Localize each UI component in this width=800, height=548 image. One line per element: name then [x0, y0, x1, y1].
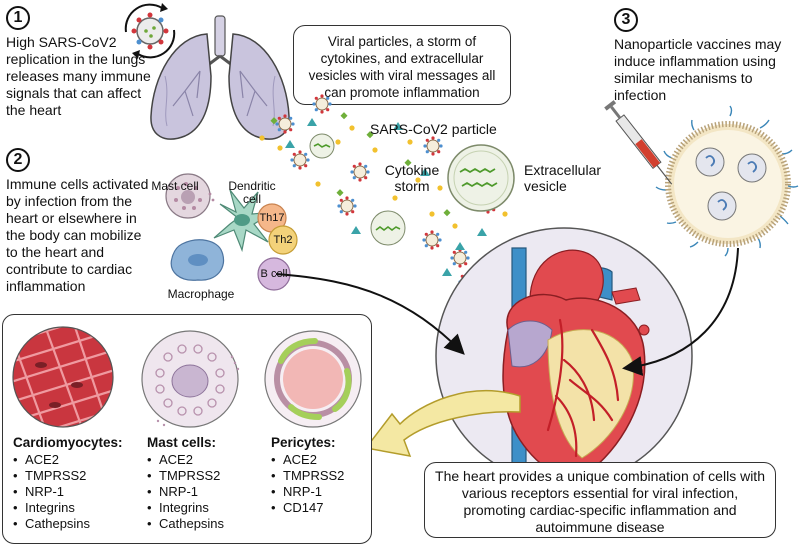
list-item: NRP-1	[271, 484, 344, 500]
list-item: ACE2	[271, 452, 344, 468]
mast-cells-receptor-list: ACE2 TMPRSS2 NRP-1 Integrins Cathepsins	[147, 452, 224, 532]
lungs-illustration	[150, 15, 290, 140]
pericytes-receptor-list: ACE2 TMPRSS2 NRP-1 CD147	[271, 452, 344, 516]
step-2-number: 2	[6, 148, 30, 172]
label-cytokine-storm: Cytokine storm	[384, 162, 440, 194]
step-1-number: 1	[6, 6, 30, 30]
virus-replication-icon	[124, 3, 176, 59]
label-th2: Th2	[273, 234, 293, 246]
pericytes-column: Pericytes: ACE2 TMPRSS2 NRP-1 CD147	[271, 435, 344, 516]
list-item: Cathepsins	[13, 516, 123, 532]
list-item: NRP-1	[147, 484, 224, 500]
mast-cells-heading: Mast cells:	[147, 435, 217, 450]
list-item: ACE2	[147, 452, 224, 468]
mast-cells-column: Mast cells: ACE2 TMPRSS2 NRP-1 Integrins…	[147, 435, 224, 532]
callout-heart: The heart provides a unique combination …	[424, 462, 776, 538]
cardiomyocytes-receptor-list: ACE2 TMPRSS2 NRP-1 Integrins Cathepsins	[13, 452, 123, 532]
list-item: Integrins	[13, 500, 123, 516]
callout-inflammation: Viral particles, a storm of cytokines, a…	[293, 25, 511, 105]
list-item: TMPRSS2	[147, 468, 224, 484]
label-th17: Th17	[259, 212, 285, 224]
label-sars-cov2-particle: SARS-CoV2 particle	[370, 121, 497, 137]
label-extracellular-vesicle: Extracellular vesicle	[524, 162, 602, 194]
cardiomyocytes-column: Cardiomyocytes: ACE2 TMPRSS2 NRP-1 Integ…	[13, 435, 123, 532]
list-item: TMPRSS2	[13, 468, 123, 484]
step-1-text: High SARS-CoV2 replication in the lungs …	[6, 34, 151, 118]
list-item: Integrins	[147, 500, 224, 516]
list-item: TMPRSS2	[271, 468, 344, 484]
label-mast-cell: Mast cell	[151, 179, 199, 193]
label-macrophage: Macrophage	[167, 287, 235, 301]
list-item: NRP-1	[13, 484, 123, 500]
step-2-text: Immune cells activated by infection from…	[6, 176, 149, 294]
cell-receptor-panel: Cardiomyocytes: ACE2 TMPRSS2 NRP-1 Integ…	[2, 314, 372, 544]
list-item: ACE2	[13, 452, 123, 468]
label-b-cell: B cell	[260, 268, 288, 280]
label-dendritic-cell: Dendritic cell	[228, 179, 276, 206]
list-item: Cathepsins	[147, 516, 224, 532]
step-3-text: Nanoparticle vaccines may induce inflamm…	[614, 36, 782, 103]
step-3-number: 3	[614, 8, 638, 32]
mast-cell-detail-icon	[141, 330, 240, 428]
list-item: CD147	[271, 500, 344, 516]
nanoparticle-vaccine-illustration	[604, 100, 799, 257]
pericyte-detail-icon	[264, 330, 362, 428]
cardiomyocyte-tissue-icon	[12, 326, 114, 428]
cardiomyocytes-heading: Cardiomyocytes:	[13, 435, 123, 450]
pericytes-heading: Pericytes:	[271, 435, 336, 450]
immune-cells-illustration	[165, 173, 298, 291]
